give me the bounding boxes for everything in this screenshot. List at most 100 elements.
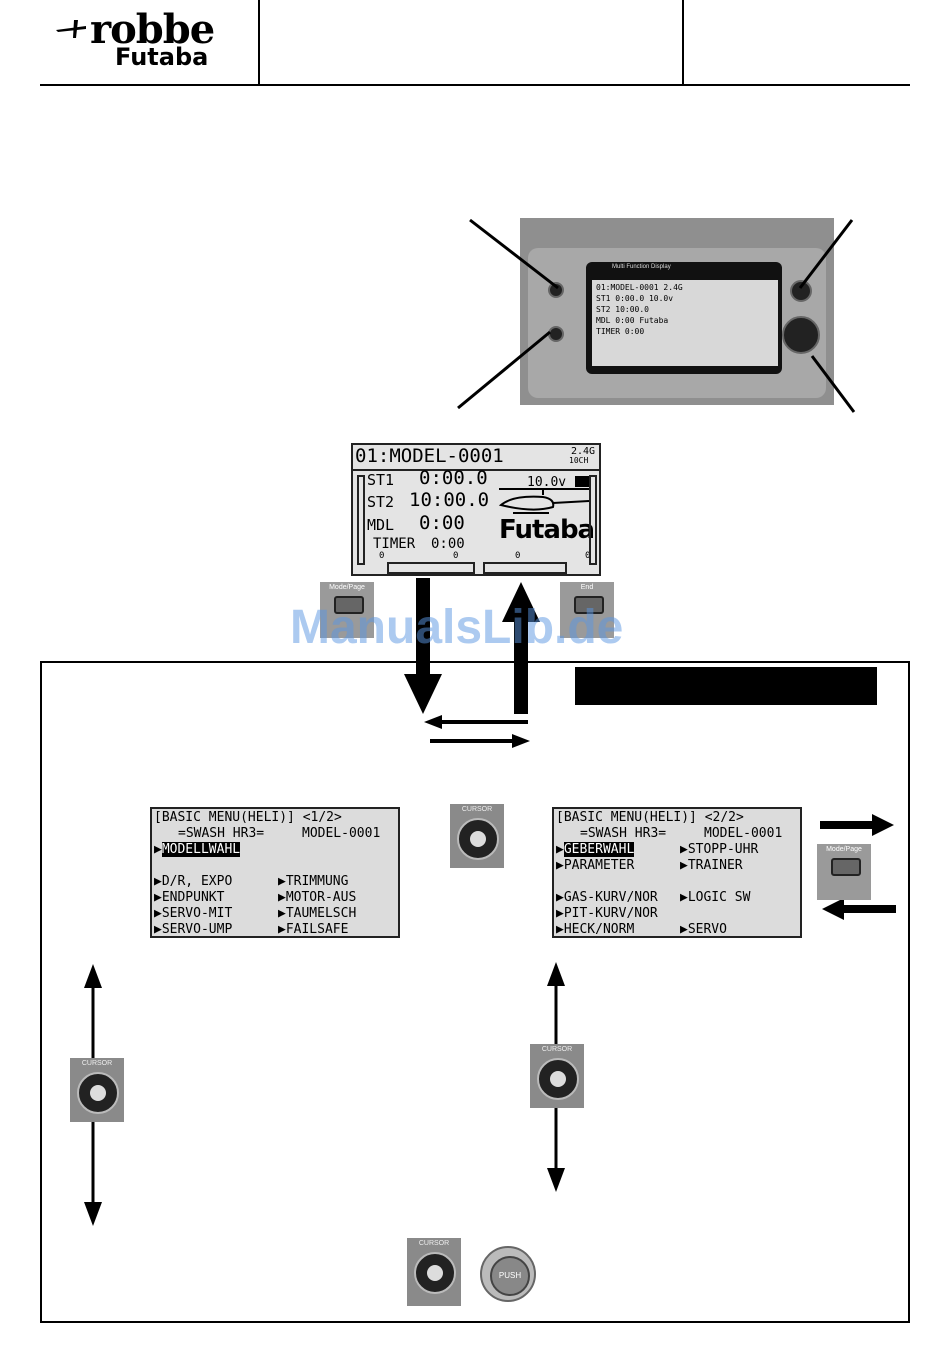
key-cap (831, 858, 861, 876)
menu2-item-label: LOGIC SW (687, 890, 751, 905)
menu1-item-label: FAILSAFE (285, 922, 349, 937)
pointer-lines (457, 218, 856, 413)
cursor-ring (537, 1058, 579, 1100)
trim-bar-vleft (357, 475, 365, 565)
menu1-swash: =SWASH HR3= (178, 826, 265, 841)
lcd-st1-value: 0:00.0 (419, 467, 488, 489)
trim-bar-left (387, 562, 475, 574)
menu2-item-label: SERVO (687, 922, 727, 937)
menu1-item[interactable]: ▶FAILSAFE (278, 922, 349, 937)
menu2-item-label: HECK/NORM (563, 922, 635, 937)
cursor-lever-icon[interactable]: CURSOR (530, 1044, 584, 1108)
lcd-trim-zero: 0 (515, 551, 521, 561)
menu1-model: MODEL-0001 (302, 826, 381, 841)
menu1-item-label: SERVO-UMP (161, 922, 233, 937)
brand-robbe: robbe (90, 6, 215, 53)
menu1-item-label: D/R, EXPO (161, 874, 233, 889)
cursor-label: CURSOR (81, 1060, 113, 1067)
photo-top-label: Multi Function Display (612, 264, 671, 270)
lcd-mdl-label: MDL (367, 516, 395, 534)
push-dial-icon[interactable]: PUSH (480, 1246, 536, 1302)
menu2-item-label: GAS-KURV/NOR (563, 890, 658, 905)
mode-page-key-label: Mode/Page (329, 584, 365, 591)
menu2-item-label: TRAINER (687, 858, 743, 873)
menu1-item-label: TAUMELSCH (285, 906, 357, 921)
home-screen-lcd: 01:MODEL-0001 2.4G 10CH ST1 0:00.0 10.0v… (351, 443, 601, 576)
photo-lcd-line: ST2 10:00.0 (596, 305, 649, 314)
menu2-model: MODEL-0001 (704, 826, 783, 841)
side-arrows (820, 814, 896, 920)
pointer-line (798, 219, 854, 289)
robbe-wing-logo (56, 20, 86, 38)
lcd-mdl-value: 0:00 (419, 512, 465, 534)
cursor-lever-icon[interactable]: CURSOR (450, 804, 504, 868)
lcd-trim-zero: 0 (453, 551, 459, 561)
menu2-item[interactable]: ▶HECK/NORM (556, 922, 635, 937)
lcd-channels: 10CH (569, 456, 589, 465)
heading-bar (575, 667, 877, 705)
pointer-line (469, 218, 559, 290)
cursor-lever-icon[interactable]: CURSOR (407, 1238, 461, 1306)
trim-bar-vright (589, 475, 597, 565)
end-key-label: End (580, 584, 594, 591)
lcd-brand: Futaba (499, 515, 595, 545)
menu1-item-label: MOTOR-AUS (285, 890, 357, 905)
menu2-selected: GEBERWAHL (563, 842, 635, 857)
menu1-item[interactable]: ▶SERVO-MIT (154, 906, 233, 921)
menu1-item[interactable]: ▶D/R, EXPO (154, 874, 233, 889)
header-rule (40, 84, 910, 86)
menu2-item[interactable]: ▶STOPP-UHR (680, 842, 759, 857)
mode-page-key-side[interactable]: Mode/Page (817, 844, 871, 900)
lcd-model: 01:MODEL-0001 (355, 445, 504, 467)
end-key[interactable]: End (560, 582, 614, 638)
menu2-item[interactable]: ▶PIT-KURV/NOR (556, 906, 658, 921)
photo-lcd-line: TIMER 0:00 (596, 327, 645, 336)
pointer-line (810, 355, 856, 413)
lcd-trim-zero: 0 (585, 551, 591, 561)
menu2-item[interactable]: ▶GAS-KURV/NOR (556, 890, 658, 905)
battery-icon (575, 476, 589, 487)
photo-lcd: 01:MODEL-0001 2.4G ST1 0:00.0 10.0v ST2 … (592, 280, 778, 366)
menu1-selected: MODELLWAHL (161, 842, 241, 857)
page-switch-arrows (424, 715, 530, 748)
menu1-item-label: SERVO-MIT (161, 906, 233, 921)
pointer-line (457, 330, 551, 410)
menu2-item[interactable]: ▶SERVO (680, 922, 727, 937)
photo-lcd-line: MDL 0:00 Futaba (596, 316, 669, 325)
menu2-item-label: PARAMETER (563, 858, 635, 873)
cursor-ring (414, 1252, 456, 1294)
header-divider-left (258, 0, 260, 84)
menu2-item[interactable]: ▶TRAINER (680, 858, 743, 873)
menu1-item[interactable]: ▶ENDPUNKT (154, 890, 225, 905)
mode-page-key-label: Mode/Page (826, 846, 862, 853)
menu1-item[interactable]: ▶TRIMMUNG (278, 874, 349, 889)
cursor-label: CURSOR (418, 1240, 450, 1247)
menu1-item[interactable]: ▶MOTOR-AUS (278, 890, 357, 905)
header-divider-right (682, 0, 684, 84)
trim-bar-right (483, 562, 567, 574)
lcd-separator (353, 469, 599, 471)
menu2-item[interactable]: ▶LOGIC SW (680, 890, 751, 905)
photo-lcd-line: ST1 0:00.0 10.0v (596, 294, 674, 303)
cursor-lever-icon[interactable]: CURSOR (70, 1058, 124, 1122)
lcd-trim-zero: 0 (379, 551, 385, 561)
menu1-item-modellwahl[interactable]: ▶MODELLWAHL (154, 842, 241, 857)
cursor-lever[interactable] (790, 280, 812, 302)
lcd-st2-label: ST2 (367, 493, 395, 511)
menu2-swash: =SWASH HR3= (580, 826, 667, 841)
mode-page-key[interactable]: Mode/Page (320, 582, 374, 638)
menu-frame (40, 661, 910, 1323)
lcd-timer-value: 0:00 (431, 536, 465, 552)
cursor-ring (77, 1072, 119, 1114)
photo-lcd-line: 01:MODEL-0001 2.4G (596, 283, 683, 292)
mode-page-button[interactable] (548, 282, 564, 298)
key-cap (574, 596, 604, 614)
lcd-voltage: 10.0v (527, 475, 567, 490)
menu1-item[interactable]: ▶TAUMELSCH (278, 906, 357, 921)
menu2-item[interactable]: ▶PARAMETER (556, 858, 635, 873)
menu1-item[interactable]: ▶SERVO-UMP (154, 922, 233, 937)
menu2-item-geberwahl[interactable]: ▶GEBERWAHL (556, 842, 635, 857)
menu2-title: [BASIC MENU(HELI)] <2/2> (556, 810, 744, 825)
push-dial[interactable] (782, 316, 820, 354)
cursor-label: CURSOR (461, 806, 493, 813)
